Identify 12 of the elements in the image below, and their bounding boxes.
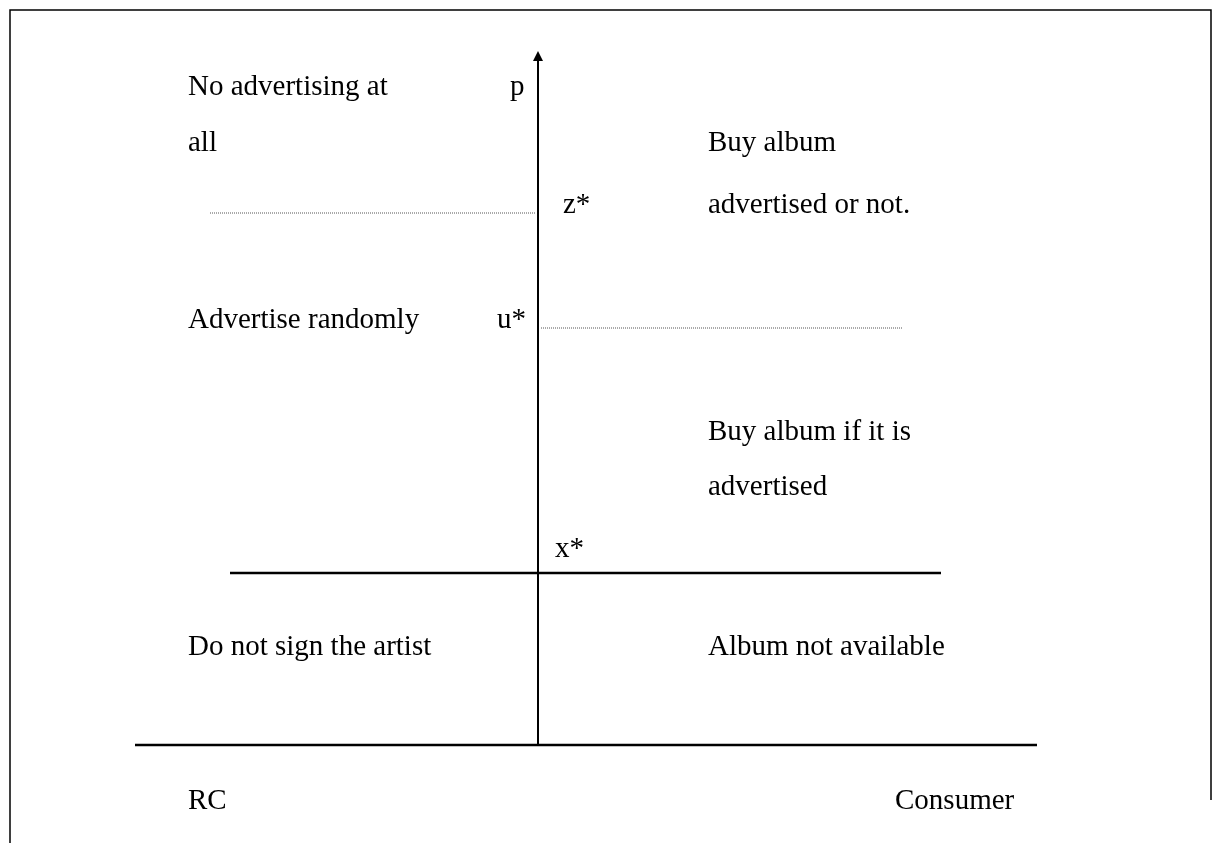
region-label: Album not available bbox=[708, 628, 945, 663]
axis-label: RC bbox=[188, 782, 227, 817]
axis-label: Consumer bbox=[895, 782, 1015, 817]
threshold-label: z* bbox=[563, 186, 591, 221]
axis-label: p bbox=[510, 68, 525, 103]
threshold-label: u* bbox=[497, 301, 526, 336]
threshold-label: x* bbox=[555, 530, 584, 565]
region-label: Do not sign the artist bbox=[188, 628, 432, 663]
region-label: No advertising at all bbox=[188, 68, 388, 159]
region-label: Buy album advertised or not. bbox=[708, 124, 912, 221]
region-label: Advertise randomly bbox=[188, 301, 420, 336]
region-label: Buy album if it is advertised bbox=[708, 413, 912, 503]
